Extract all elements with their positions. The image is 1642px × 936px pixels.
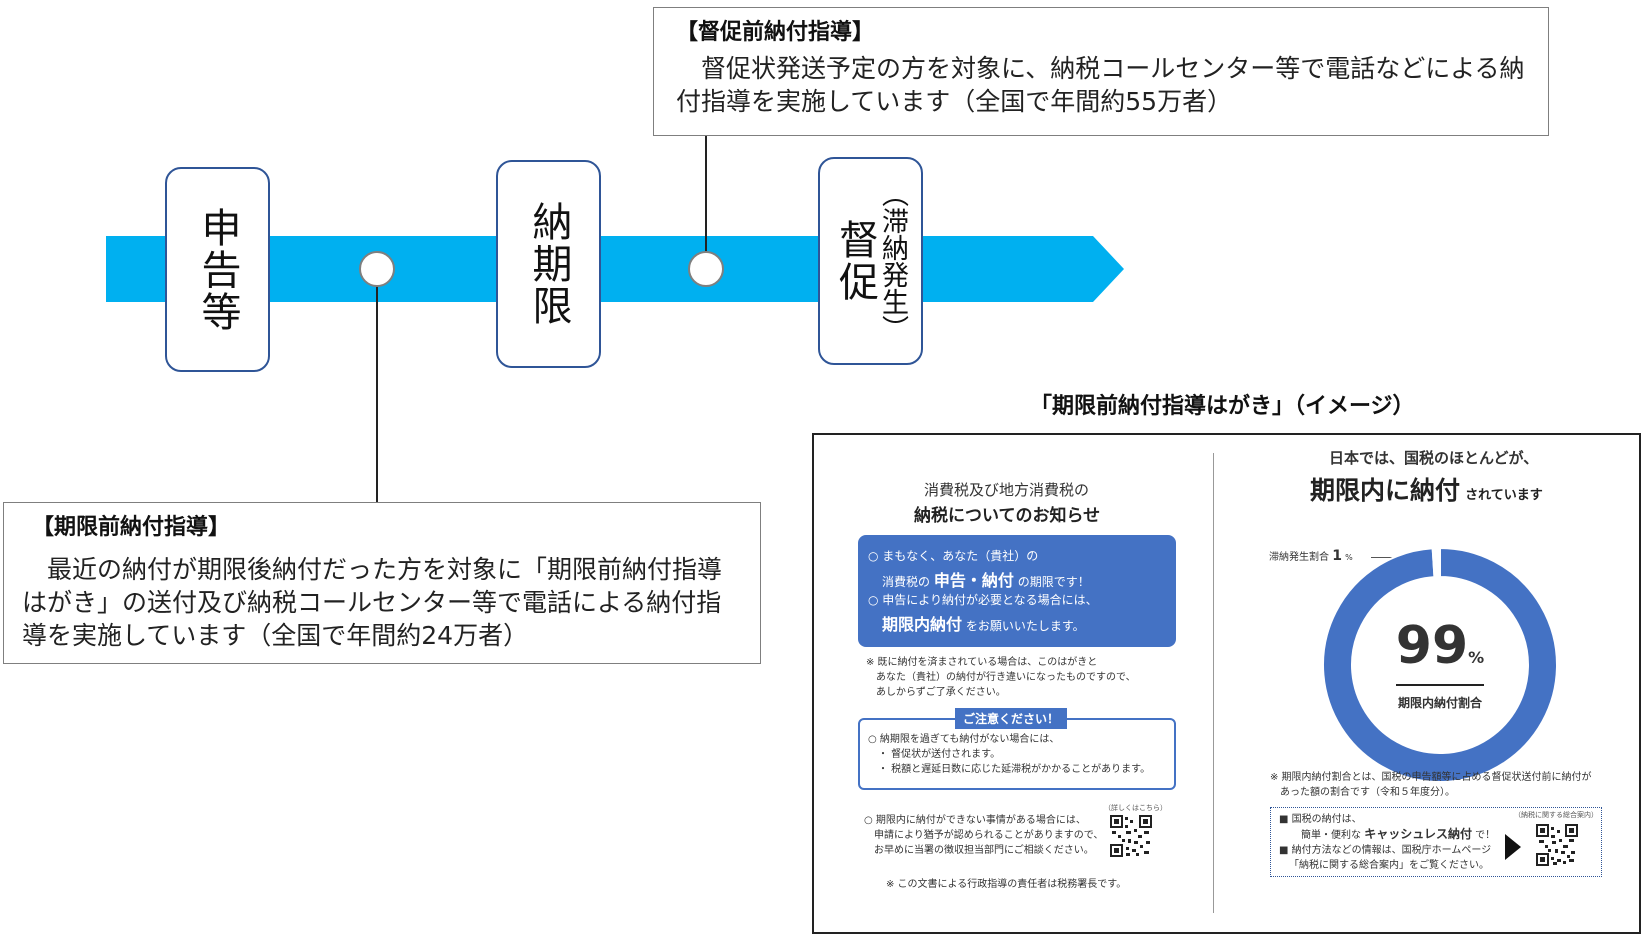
delinquent-value: 1: [1332, 548, 1342, 564]
callout-pre-deadline-title: 【期限前納付指導】: [32, 515, 231, 540]
donut-center-value-row: 99%: [1395, 620, 1485, 686]
right-heading-2: 期限内に納付 されています: [1310, 471, 1543, 507]
already-paid-note-1: ※ 既に納付を済まされている場合は、このはがきと: [866, 657, 1098, 668]
callout-pre-dunning-title: 【督促前納付指導】: [676, 20, 875, 45]
ratio-note: ※ 期限内納付割合とは、国税の申告額等に占める督促状送付前に納付が あった額の割…: [1270, 770, 1592, 800]
ratio-note-1: ※ 期限内納付割合とは、国税の申告額等に占める督促状送付前に納付が: [1270, 772, 1592, 783]
notice-line-4a: 期限内納付: [882, 615, 963, 634]
donut-chart: [1322, 546, 1558, 783]
caution-text: ○ 納期限を過ぎても納付がない場合には、 ・ 督促状が送付されます。 ・ 税額と…: [868, 732, 1150, 777]
left-heading-1: 消費税及び地方消費税の: [924, 481, 1090, 499]
milestone-circle-2: [688, 251, 724, 287]
left-footer: ※ この文書による行政指導の責任者は税務署長です。: [886, 879, 1127, 890]
cashless-line-2c: で！: [1475, 830, 1496, 841]
delinquent-label: 滞納発生割合: [1269, 552, 1329, 563]
notice-box: ○ まもなく、あなた（貴社）の 消費税の 申告・納付 の期限です！ ○ 申告によ…: [858, 535, 1176, 647]
notice-line-2: 消費税の 申告・納付 の期限です！: [882, 567, 1090, 591]
stage-due-date: 納期限: [496, 160, 601, 368]
postcard-image: 消費税及び地方消費税の 納税についてのお知らせ ○ まもなく、あなた（貴社）の …: [812, 433, 1641, 934]
ontime-label: 期限内納付割合: [1397, 696, 1482, 710]
caution-line-2: ・ 督促状が送付されます。: [878, 749, 1001, 760]
stage-filing-label: 申告等: [194, 206, 241, 333]
cashless-line-4: 「納税に関する総合案内」をご覧ください。: [1289, 860, 1489, 871]
stage-due-date-label: 納期限: [525, 201, 572, 327]
delinquent-label-group: 滞納発生割合 1 %: [1269, 548, 1353, 564]
left-qr-code[interactable]: [1110, 815, 1152, 857]
caution-title: ご注意ください！: [955, 708, 1068, 729]
caution-box: ご注意ください！ ○ 納期限を過ぎても納付がない場合には、 ・ 督促状が送付され…: [858, 708, 1176, 790]
notice-line-2c: の期限です！: [1017, 575, 1090, 589]
right-qr-label: （納税に関する総合案内）: [1514, 811, 1598, 819]
cashless-info: ■ 国税の納付は、 簡単・便利な キャッシュレス納付 で！ ■ 納付方法などの情…: [1279, 812, 1495, 873]
deferral-text: ○ 期限内に納付ができない事情がある場合には、 申請により猶予が認められることが…: [864, 813, 1103, 858]
notice-line-1: ○ まもなく、あなた（貴社）の: [868, 549, 1039, 563]
stage-dunning: 督促 （滞納発生）: [818, 157, 923, 365]
already-paid-note-2: あなた（貴社）の納付が行き違いになったものですので、: [876, 672, 1136, 683]
callout-pre-dunning: 【督促前納付指導】 督促状発送予定の方を対象に、納税コールセンター等で電話などに…: [653, 7, 1549, 136]
callout-pre-deadline-body: 最近の納付が期限後納付だった方を対象に「期限前納付指導はがき」の送付及び納税コー…: [22, 555, 723, 650]
postcard-caption: 「期限前納付指導はがき」（イメージ）: [1030, 394, 1415, 419]
callout-pre-dunning-body: 督促状発送予定の方を対象に、納税コールセンター等で電話などによる納付指導を実施し…: [676, 54, 1525, 116]
cashless-line-2b: キャッシュレス納付: [1364, 827, 1472, 841]
cashless-line-2: 簡単・便利な キャッシュレス納付 で！: [1301, 827, 1495, 843]
deferral-line-2: 申請により猶予が認められることがありますので、: [874, 830, 1104, 841]
notice-line-3: ○ 申告により納付が必要となる場合には、: [868, 593, 1098, 607]
already-paid-note: ※ 既に納付を済まされている場合は、このはがきと あなた（貴社）の納付が行き違い…: [866, 655, 1136, 700]
already-paid-note-3: あしからずご了承ください。: [876, 687, 1006, 698]
stage-dunning-sub: （滞納発生）: [877, 180, 908, 342]
cashless-line-1: ■ 国税の納付は、: [1279, 814, 1362, 825]
donut-center: 99% 期限内納付割合: [1374, 620, 1506, 711]
play-arrow-icon: [1505, 834, 1521, 860]
ontime-value: 99: [1395, 616, 1469, 676]
right-heading-2b: されています: [1465, 488, 1543, 503]
notice-line-2a: 消費税の: [882, 575, 931, 589]
deferral-line-3: お早めに当署の徴収担当部門にご相談ください。: [874, 845, 1094, 856]
donut-slice-ontime: [1322, 546, 1558, 783]
stage-filing: 申告等: [165, 167, 270, 372]
left-heading-2: 納税についてのお知らせ: [914, 506, 1101, 526]
ratio-note-2: あった額の割合です（令和５年度分）。: [1280, 787, 1455, 798]
right-qr-code[interactable]: [1536, 824, 1578, 866]
right-heading-2a: 期限内に納付: [1310, 476, 1461, 505]
left-qr-label: （詳しくはこちら）: [1104, 804, 1167, 812]
right-heading-1: 日本では、国税のほとんどが、: [1329, 449, 1539, 467]
cashless-box: ■ 国税の納付は、 簡単・便利な キャッシュレス納付 で！ ■ 納付方法などの情…: [1270, 807, 1602, 877]
cashless-line-2a: 簡単・便利な: [1301, 830, 1361, 841]
caution-line-1: ○ 納期限を過ぎても納付がない場合には、: [868, 734, 1060, 745]
notice-line-2b: 申告・納付: [933, 571, 1014, 590]
milestone-circle-1: [359, 251, 395, 287]
deferral-line-1: ○ 期限内に納付ができない事情がある場合には、: [864, 815, 1086, 826]
donut-slice-delinquent: [1431, 546, 1441, 579]
ontime-unit: %: [1468, 648, 1485, 667]
stage-dunning-label: 督促: [832, 219, 878, 303]
delinquent-unit: %: [1345, 553, 1353, 562]
notice-line-4b: をお願いいたします。: [965, 619, 1085, 633]
callout-pre-deadline: 【期限前納付指導】 最近の納付が期限後納付だった方を対象に「期限前納付指導はがき…: [3, 502, 761, 664]
caution-line-3: ・ 税額と遅延日数に応じた延滞税がかかることがあります。: [878, 764, 1151, 775]
notice-line-4: 期限内納付 をお願いいたします。: [882, 611, 1085, 635]
postcard-divider: [1213, 453, 1214, 913]
cashless-line-3: ■ 納付方法などの情報は、国税庁ホームページ: [1279, 845, 1492, 856]
